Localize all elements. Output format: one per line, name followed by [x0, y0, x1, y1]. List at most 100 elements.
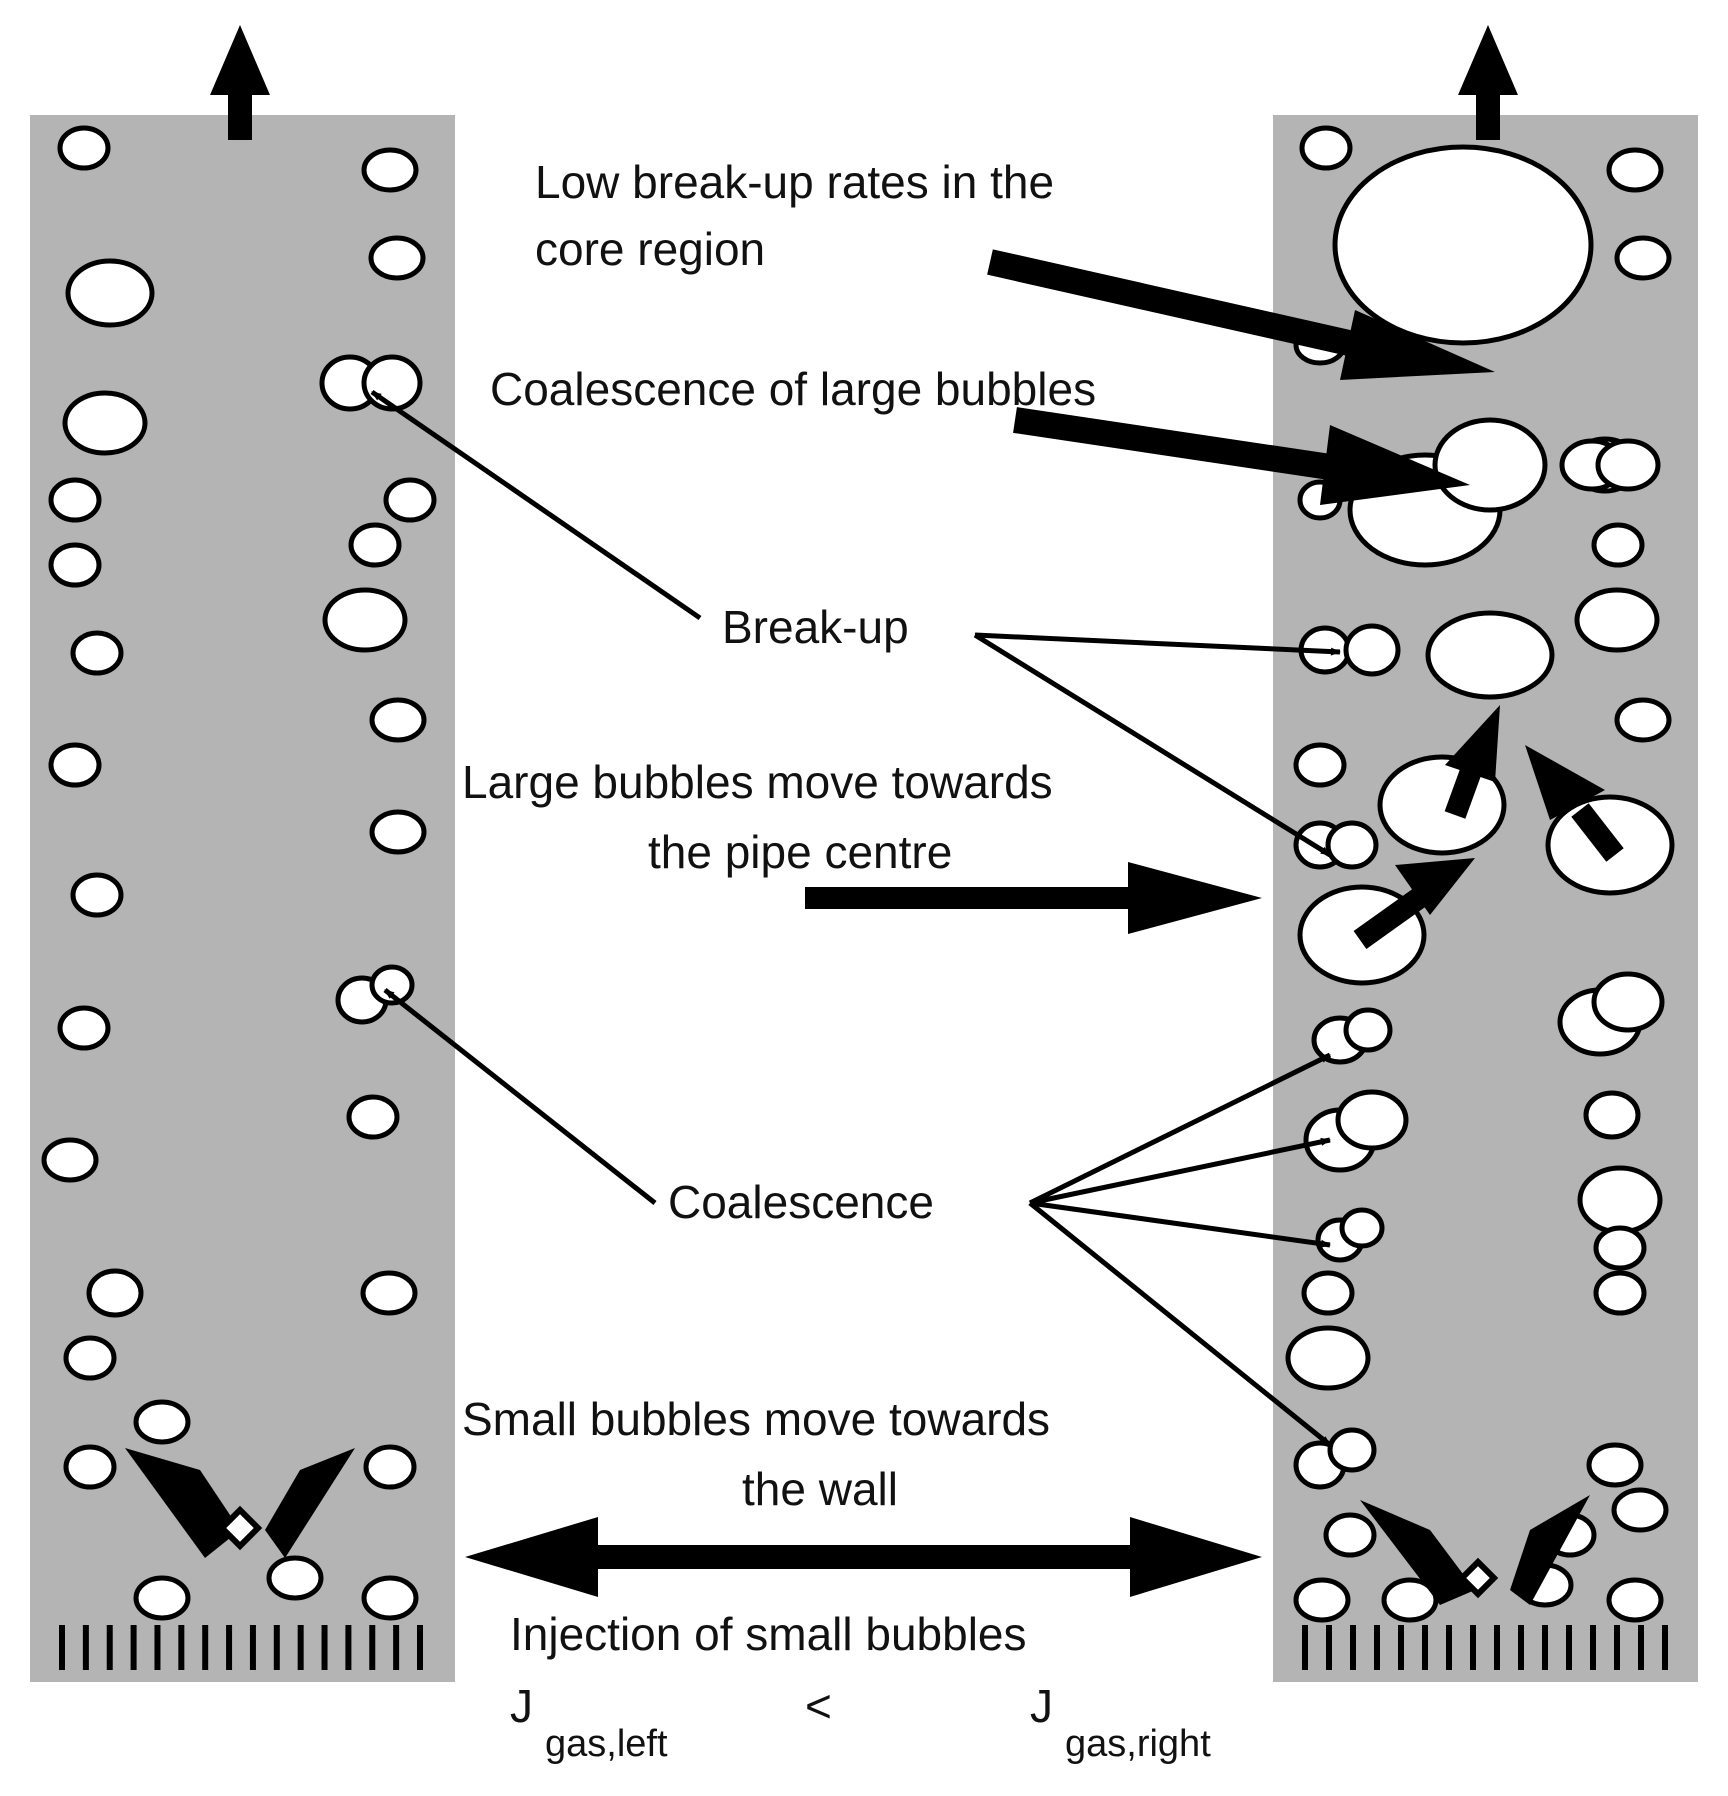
bubble [86, 1268, 144, 1318]
bubble [1586, 1442, 1644, 1488]
internal-arrow-1 [1353, 858, 1475, 949]
bubble [133, 1575, 191, 1621]
bubble [57, 125, 111, 171]
bubble [1293, 742, 1347, 788]
injector-nozzle [178, 1625, 185, 1670]
bubble [1381, 1577, 1439, 1623]
label-low-breakup-line1: Low break-up rates in the [535, 156, 1054, 208]
large-bubble [1425, 610, 1555, 700]
label-large-move-line1: Large bubbles move towards [462, 756, 1053, 808]
bubble [63, 1444, 117, 1490]
injector-nozzle [273, 1625, 280, 1670]
coalescing-bubble [369, 964, 415, 1006]
bubble [383, 477, 437, 523]
injector-nozzle [1494, 1625, 1500, 1670]
bubble [348, 522, 402, 568]
coalescing-bubble [1343, 623, 1401, 677]
coalescence-right-pointer-2 [1029, 1137, 1331, 1206]
bubble [361, 1575, 419, 1621]
bubble [48, 477, 102, 523]
injection-double-arrow [465, 1517, 1262, 1597]
injector-nozzle [82, 1625, 89, 1670]
bubble [368, 235, 426, 281]
bubble [1606, 1577, 1664, 1623]
injector-nozzle [154, 1625, 161, 1670]
injector-nozzle [345, 1625, 352, 1670]
injector-nozzle [297, 1625, 304, 1670]
injector-nozzle [417, 1625, 423, 1670]
injector-nozzle [249, 1625, 256, 1670]
breakup-right-pointer-2 [973, 632, 1332, 858]
injector-nozzle [1542, 1625, 1548, 1670]
bubble [1606, 147, 1664, 193]
left-pipe-bubbles [41, 125, 437, 1621]
core-region-arrow [987, 249, 1495, 380]
bubble [1323, 1512, 1377, 1558]
injector-nozzle [369, 1625, 376, 1670]
bubble [369, 697, 427, 743]
injector-nozzle [1590, 1625, 1596, 1670]
j-right-subscript: gas,right [1065, 1723, 1211, 1765]
less-than-symbol: < [805, 1680, 832, 1732]
bubble [1301, 1270, 1355, 1316]
large-bubble [1332, 144, 1594, 346]
bubble [1583, 1090, 1641, 1140]
bubble [361, 147, 419, 193]
label-small-move-line1: Small bubbles move towards [462, 1393, 1050, 1445]
injector-nozzle [1470, 1625, 1476, 1670]
injector-nozzle [1302, 1625, 1308, 1670]
injector-nozzle [1398, 1625, 1404, 1670]
injector-nozzle [1614, 1625, 1620, 1670]
injector-nozzle [1518, 1625, 1524, 1670]
breakup-left-pointer [370, 389, 702, 621]
bubble [1591, 522, 1645, 568]
bubble [48, 742, 102, 788]
bubble [1299, 125, 1353, 171]
centre-migration-arrow [805, 862, 1262, 934]
label-coalescence-large: Coalescence of large bubbles [490, 363, 1096, 415]
label-large-move-line2: the pipe centre [648, 826, 952, 878]
bubble [133, 1399, 191, 1445]
bubble [70, 630, 124, 676]
bubble [1611, 1487, 1669, 1533]
left-outflow-arrow [210, 25, 270, 140]
injector-nozzle [130, 1625, 137, 1670]
coalescing-bubble [1327, 1427, 1377, 1473]
bubble [63, 1335, 117, 1381]
bubble [363, 1444, 417, 1490]
coalescence-right-pointer-1 [1028, 1052, 1332, 1206]
injector-nozzle [1326, 1625, 1332, 1670]
injector-nozzle [1638, 1625, 1644, 1670]
left-pipe [30, 25, 455, 1682]
bubble [70, 872, 124, 918]
bubble [1593, 1225, 1647, 1271]
pointer-arrows [370, 389, 1341, 1447]
j-left-symbol: J [510, 1680, 533, 1732]
injector-nozzle [393, 1625, 400, 1670]
coalescence-left-pointer [383, 988, 657, 1205]
bubble [57, 1005, 111, 1051]
right-injector-nozzles [1302, 1625, 1668, 1670]
bubble [1614, 697, 1672, 743]
bubble [1293, 1577, 1351, 1623]
bubble [322, 587, 408, 653]
internal-arrow-3 [1525, 745, 1624, 862]
coalescing-bubble [361, 354, 423, 412]
right-pipe-bubbles [1285, 125, 1675, 1623]
left-injector-nozzles [59, 1625, 423, 1670]
injector-nozzle [321, 1625, 328, 1670]
coalescence-right-pointer-3 [1029, 1200, 1331, 1248]
injector-nozzle [1350, 1625, 1356, 1670]
coalescence-right-pointer-4 [1028, 1201, 1332, 1447]
right-outflow-arrow [1458, 25, 1518, 140]
injector-nozzle [1446, 1625, 1452, 1670]
j-right-symbol: J [1030, 1680, 1053, 1732]
label-small-move-line2: the wall [742, 1463, 898, 1515]
label-coalescence: Coalescence [668, 1176, 934, 1228]
injector-nozzle [59, 1625, 65, 1670]
bubble [369, 809, 427, 855]
coalescing-bubble [1325, 820, 1379, 870]
coalescing-bubble [1343, 1007, 1393, 1053]
j-left-subscript: gas,left [545, 1723, 668, 1765]
